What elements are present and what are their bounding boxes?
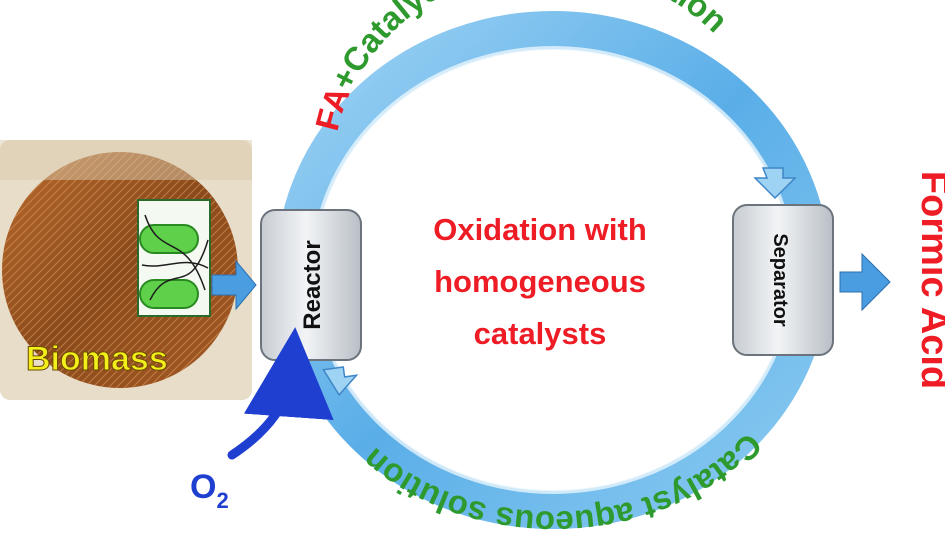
center-text: Oxidation with homogeneous catalysts [433, 212, 647, 351]
oxygen-subscript: 2 [216, 488, 228, 513]
ring-arrow-down-icon [753, 167, 797, 200]
oxygen-arrow-icon [227, 327, 334, 460]
center-line-2: homogeneous [434, 264, 646, 299]
feed-arrow-icon [211, 259, 257, 311]
center-line-3: catalysts [474, 316, 607, 351]
biomass-label: Biomass [26, 340, 168, 378]
oxygen-symbol: O [190, 468, 216, 506]
reactor-label: Reactor [299, 240, 326, 329]
separator-box [732, 204, 834, 356]
separator-label: Separator [769, 233, 791, 327]
biomass-image: Biomass [0, 140, 252, 400]
product-arrow-icon [839, 252, 891, 312]
oxygen-label: O2 [190, 468, 229, 513]
center-line-1: Oxidation with [433, 212, 647, 247]
cellulose-fiber-icon [139, 214, 209, 309]
product-label: Formic Acid [913, 171, 945, 389]
